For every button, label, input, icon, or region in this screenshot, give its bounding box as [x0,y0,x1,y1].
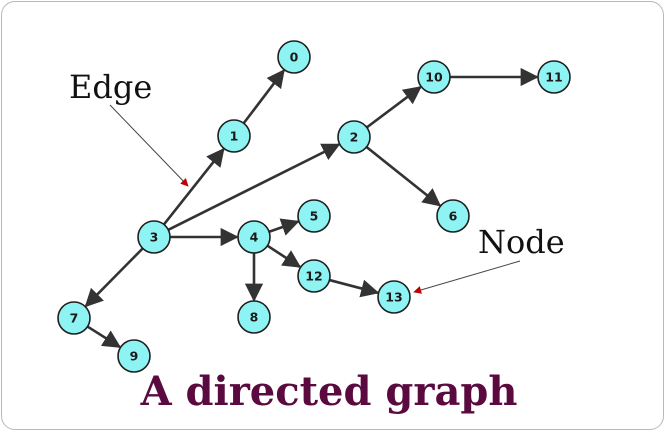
node-circle [436,199,470,233]
edge-2-to-6 [365,145,442,207]
edge-annotation-label: Edge [69,68,152,106]
node-2: 2 [337,120,371,154]
diagram-caption: A directed graph [140,368,518,415]
edge-3-to-2 [167,143,341,232]
node-label: 0 [290,50,299,65]
node-0: 0 [277,40,311,74]
node-label: 6 [449,209,458,224]
node-circle [537,60,571,94]
node-circle [337,120,371,154]
edge-4-to-5 [268,218,300,236]
node-9: 9 [117,339,151,373]
edge-7-to-9 [86,325,122,349]
node-circle [57,301,91,335]
node-label: 7 [70,311,79,326]
node-1: 1 [217,119,251,153]
node-circle [417,60,451,94]
node-label: 10 [425,70,443,85]
node-10: 10 [417,60,451,94]
node-label: 5 [310,209,319,224]
node-3: 3 [137,220,171,254]
node-5: 5 [297,199,331,233]
node-circle [297,259,331,293]
edge-1-to-0 [242,69,285,125]
edge-12-to-13 [329,278,380,298]
node-8: 8 [237,300,271,334]
node-label: 8 [250,310,259,325]
node-label: 12 [305,269,322,284]
node-circle [377,280,411,314]
node-label: 4 [250,230,259,245]
node-circle [237,300,271,334]
node-7: 7 [57,301,91,335]
node-label: 13 [385,290,402,305]
node-11: 11 [537,60,571,94]
node-13: 13 [377,280,411,314]
node-circle [137,220,171,254]
node-label: 11 [545,70,562,85]
edge-3-to-1 [162,147,225,226]
node-annotation-label: Node [478,223,565,261]
node-12: 12 [297,259,331,293]
edge-annotation: Edge [69,68,189,187]
node-label: 3 [150,230,159,245]
node-4: 4 [237,220,271,254]
edge-4-to-12 [266,244,302,268]
node-circle [117,339,151,373]
node-circle [237,220,271,254]
node-annotation: Node [413,223,565,294]
edge-3-to-7 [84,247,144,308]
node-6: 6 [436,199,470,233]
node-circle [297,199,331,233]
node-label: 1 [230,129,239,144]
node-label: 2 [350,130,359,145]
node-label: 9 [130,349,139,364]
node-annotation-arrow [413,260,521,294]
node-circle [277,40,311,74]
node-circle [217,119,251,153]
edge-annotation-arrow [109,104,189,187]
edge-2-to-10 [366,86,422,129]
edges-layer [84,67,539,349]
